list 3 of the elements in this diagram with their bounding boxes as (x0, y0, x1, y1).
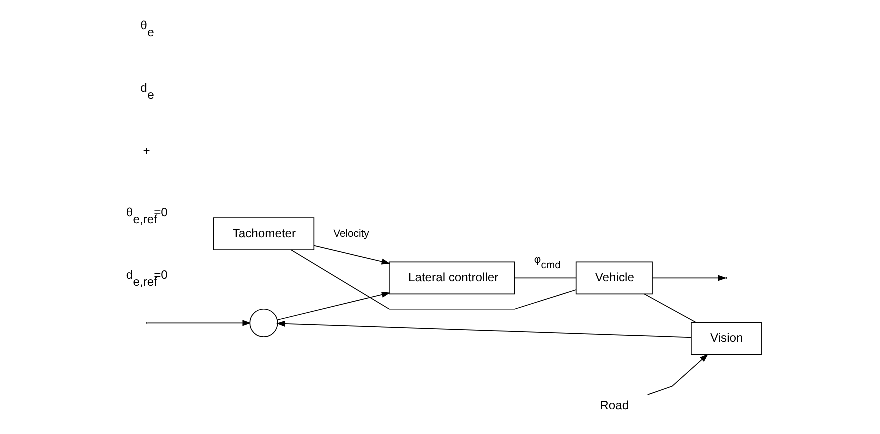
node-text: Road (600, 398, 629, 412)
label: + (142, 144, 150, 158)
edge-label: Velocity (333, 229, 369, 240)
